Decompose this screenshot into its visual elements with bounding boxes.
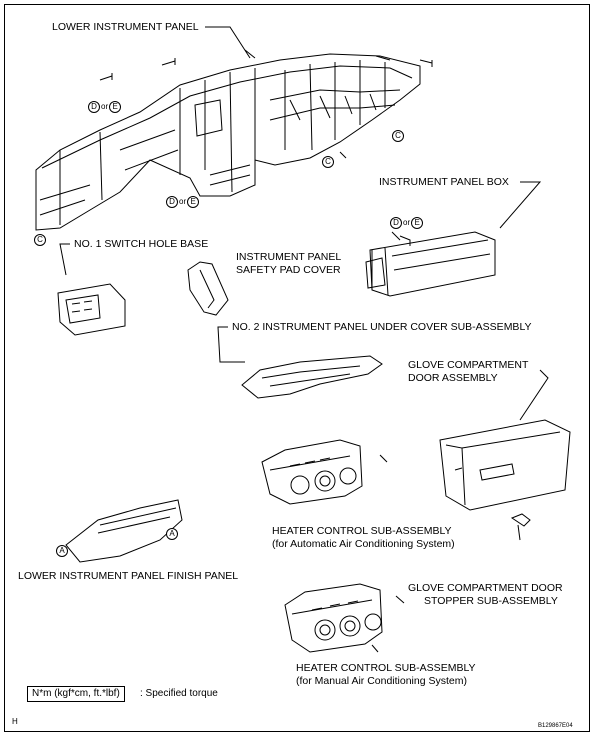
under-cover-drawing <box>241 355 383 399</box>
leader-panel-box <box>499 181 542 229</box>
label-lower-instrument-panel: LOWER INSTRUMENT PANEL <box>52 21 199 33</box>
marker-a: A <box>166 528 178 540</box>
label-no1-switch-hole-base: NO. 1 SWITCH HOLE BASE <box>74 238 209 250</box>
diagram-frame <box>4 4 590 732</box>
marker-c: C <box>34 234 46 246</box>
label-glove-door-line1: GLOVE COMPARTMENT <box>408 359 529 371</box>
leader-switch-base <box>59 243 70 276</box>
glove-door-drawing <box>439 419 571 511</box>
leader-under-cover <box>217 326 245 363</box>
leader-lower-panel <box>205 26 251 59</box>
instrument-panel-box-drawing <box>365 231 496 297</box>
glove-stopper-drawing <box>510 513 531 541</box>
switch-hole-base-drawing <box>57 283 126 336</box>
footer-right-code: B129867E04 <box>538 723 573 729</box>
label-safety-pad-cover-line2: SAFETY PAD COVER <box>236 264 341 276</box>
finish-panel-drawing <box>65 499 183 563</box>
label-heater-manual-line2: (for Manual Air Conditioning System) <box>296 675 467 687</box>
heater-auto-drawing <box>261 439 363 505</box>
label-no2-under-cover: NO. 2 INSTRUMENT PANEL UNDER COVER SUB-A… <box>232 321 532 333</box>
footer-left-code: H <box>12 717 18 726</box>
label-glove-stopper-line1: GLOVE COMPARTMENT DOOR <box>408 582 563 594</box>
torque-legend-box: N*m (kgf*cm, ft.*lbf) <box>27 686 125 702</box>
label-heater-auto-line2: (for Automatic Air Conditioning System) <box>272 538 455 550</box>
label-instrument-panel-box: INSTRUMENT PANEL BOX <box>379 176 509 188</box>
label-glove-stopper-line2: STOPPER SUB-ASSEMBLY <box>424 595 558 607</box>
marker-c: C <box>322 156 334 168</box>
heater-manual-drawing <box>284 583 383 653</box>
label-glove-door-line2: DOOR ASSEMBLY <box>408 372 498 384</box>
leader-glove-door <box>519 369 549 421</box>
marker-a: A <box>56 545 68 557</box>
safety-pad-cover-drawing <box>187 261 229 316</box>
lower-instrument-panel-drawing <box>35 49 421 231</box>
label-heater-auto-line1: HEATER CONTROL SUB-ASSEMBLY <box>272 525 452 537</box>
torque-legend-description: : Specified torque <box>140 688 218 699</box>
label-heater-manual-line1: HEATER CONTROL SUB-ASSEMBLY <box>296 662 476 674</box>
bolts <box>99 58 433 653</box>
label-safety-pad-cover-line1: INSTRUMENT PANEL <box>236 251 342 263</box>
marker-c: C <box>392 130 404 142</box>
label-lower-finish-panel: LOWER INSTRUMENT PANEL FINISH PANEL <box>18 570 239 582</box>
